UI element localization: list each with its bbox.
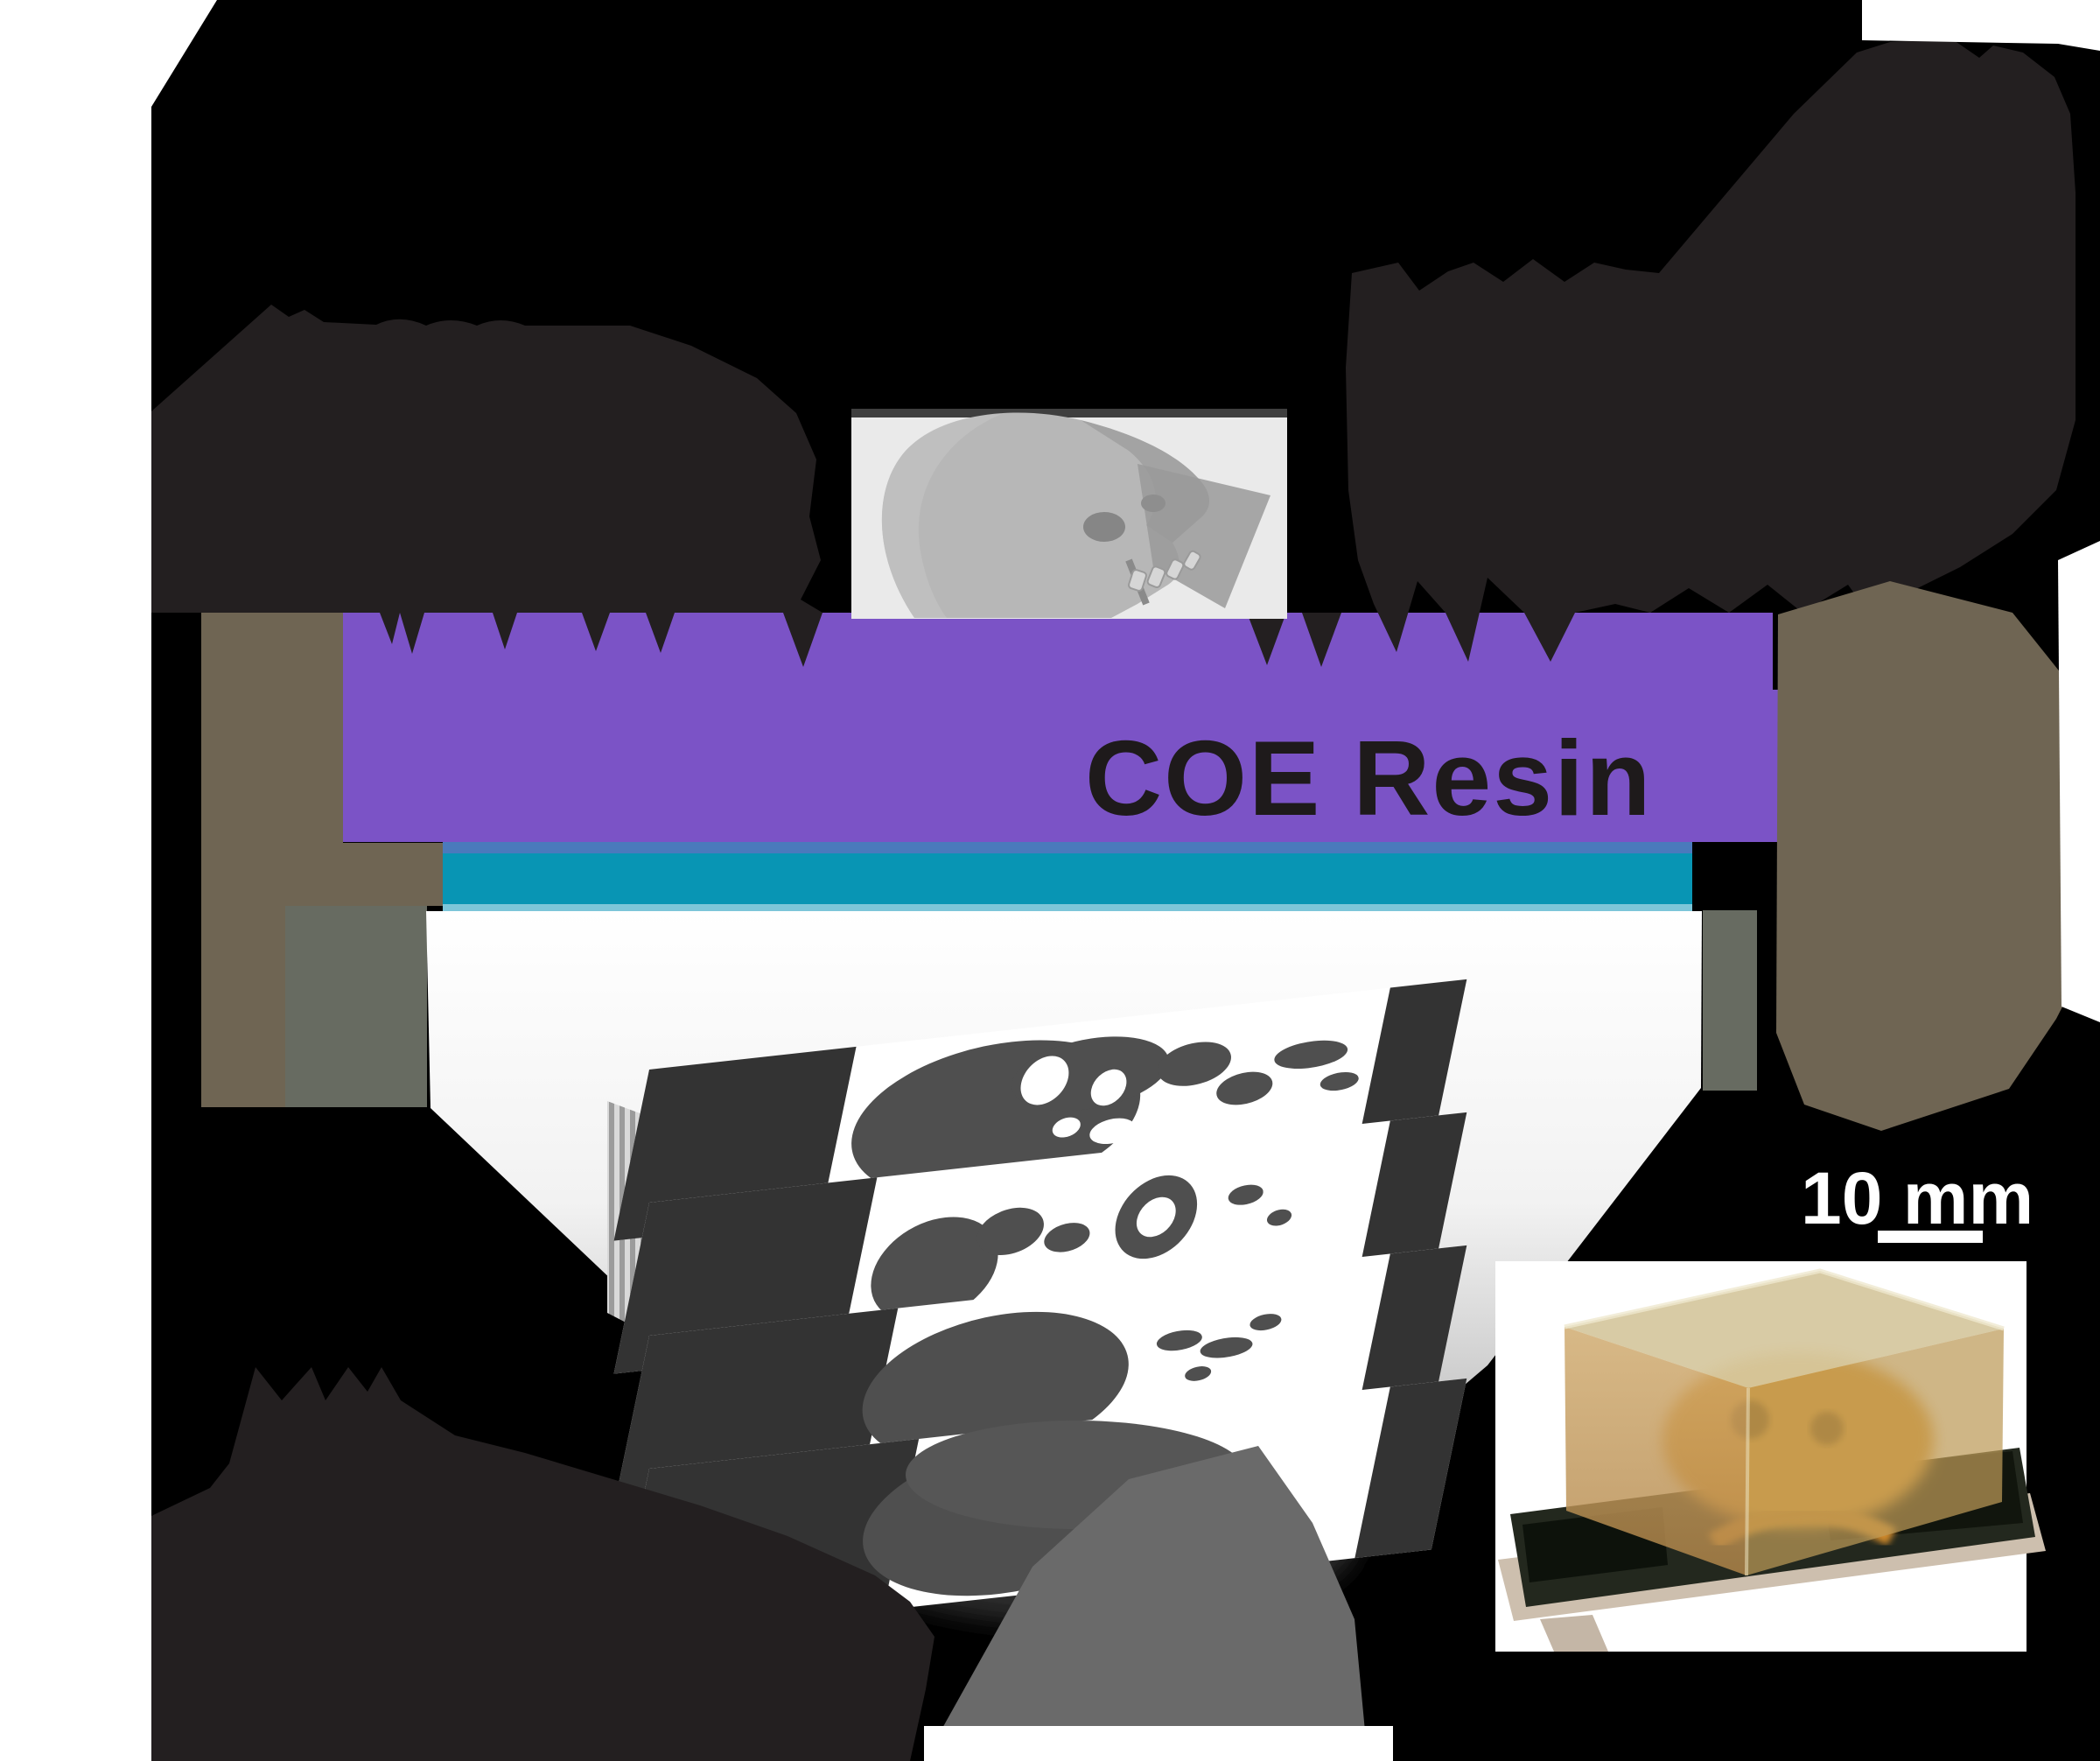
vat-wall-left-lip — [343, 843, 443, 906]
resin-label: COE Resin — [1085, 719, 1653, 838]
page-corner-top-right — [1862, 0, 2100, 51]
ghost-label-top-right — [1346, 39, 2076, 662]
ghost-label-top-left — [151, 305, 822, 667]
block-top-face — [1564, 1271, 2004, 1388]
window-glow-strip — [443, 904, 1692, 911]
scale-bar-label: 10 mm — [1801, 1157, 2034, 1239]
block-corner-highlight — [1745, 1387, 1750, 1576]
block-right-face — [1746, 1329, 2004, 1575]
ghost-descender-2 — [1302, 613, 1341, 667]
printed-part-photo — [1495, 1261, 2046, 1652]
projector-gray-mass — [941, 1446, 1365, 1731]
vat-frame-right — [1703, 910, 1757, 1091]
vat-frame-left — [285, 906, 427, 1107]
vat-wall-left — [201, 611, 343, 906]
window-edge-strip — [443, 842, 1692, 853]
model-panel — [851, 409, 1287, 619]
ghost-descender-1 — [1247, 613, 1286, 665]
ghost-label-bottom-left — [151, 1367, 934, 1761]
page-corner-top-left — [151, 0, 217, 107]
scale-bar — [1878, 1231, 1983, 1243]
skull-3d-model-icon — [881, 412, 1270, 618]
photo-base-leg — [1540, 1615, 1608, 1652]
vat-wall-left-lower — [201, 906, 285, 1107]
printed-resin-block — [1564, 1268, 2005, 1576]
window-teal-strip — [443, 853, 1692, 904]
vat-wall-right-mass — [1776, 581, 2096, 1131]
block-front-face — [1564, 1327, 1748, 1575]
page-margin-left — [0, 0, 151, 1761]
block-edge-highlight — [1564, 1268, 2005, 1331]
resin-vat-body — [343, 613, 1810, 842]
build-platform-bar — [851, 409, 1287, 417]
page-margin-bottom — [924, 1726, 1393, 1761]
page-margin-right-wedge — [2058, 541, 2100, 1022]
